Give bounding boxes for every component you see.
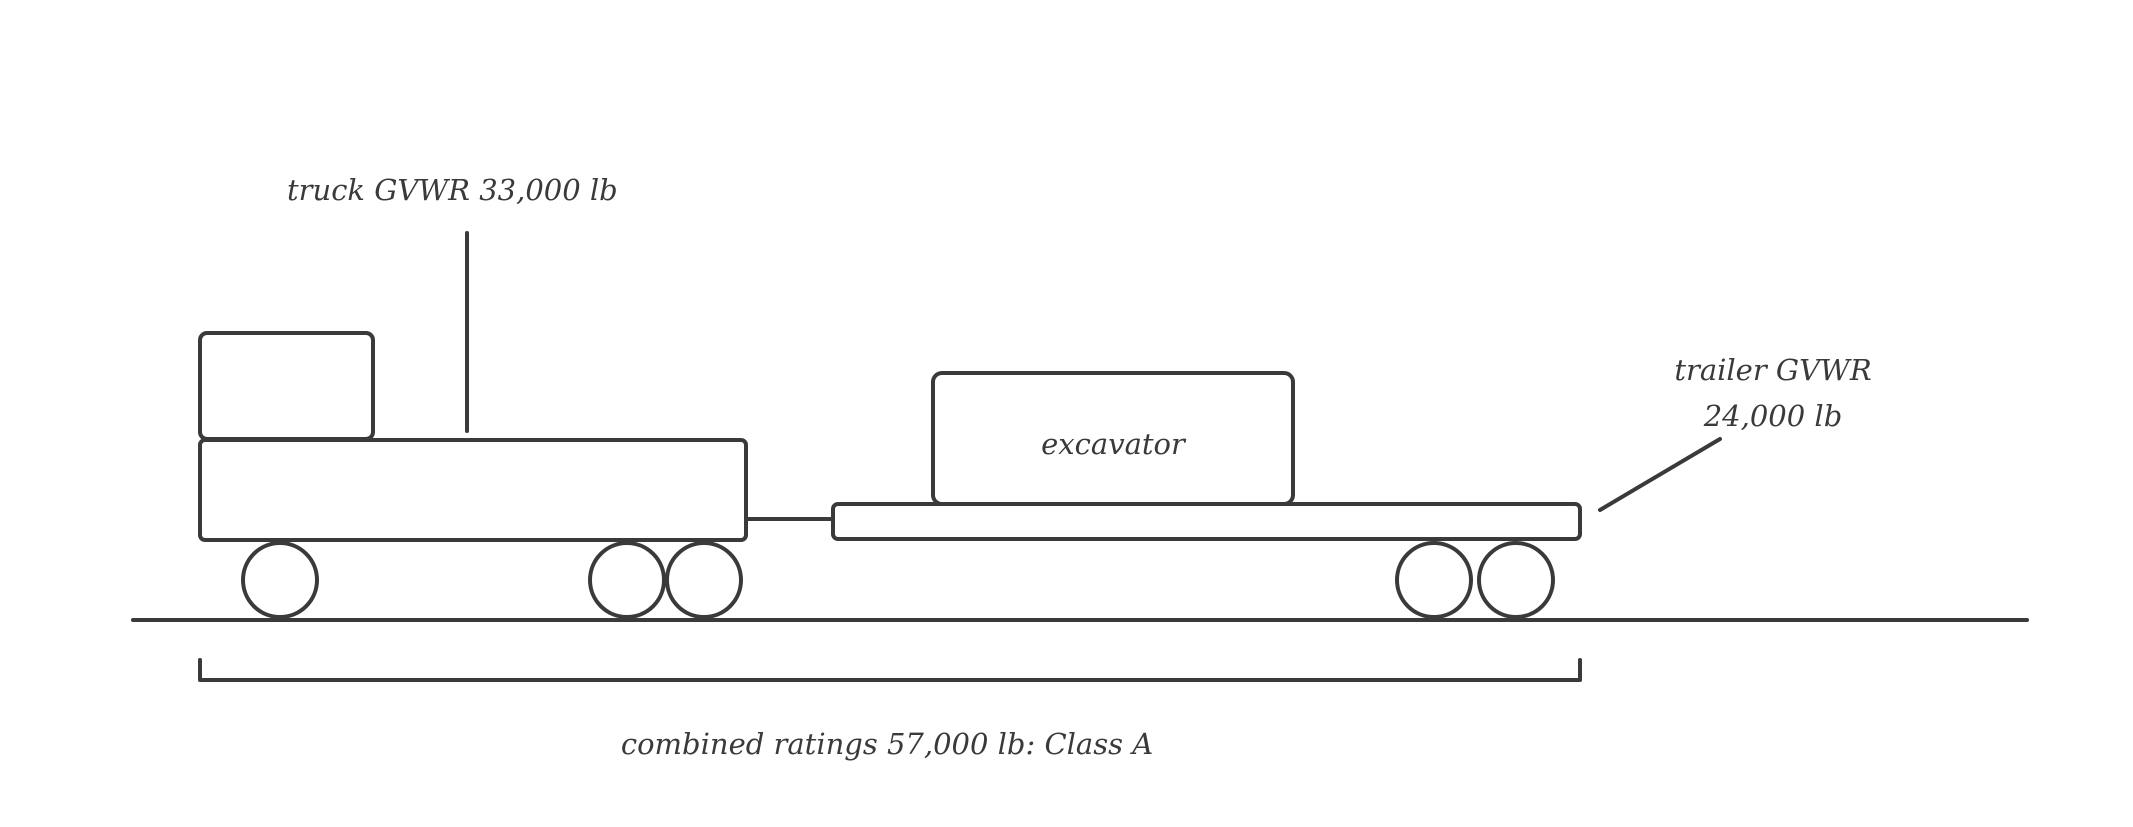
trailer-gvwr-label-line2: 24,000 lb — [1703, 399, 1843, 433]
excavator-label: excavator — [1041, 427, 1187, 461]
truck — [198, 331, 748, 619]
truck-cab — [198, 331, 375, 441]
trailer-deck — [831, 502, 1582, 541]
truck-rear-wheel-1 — [588, 541, 666, 619]
excavator-box — [931, 371, 1295, 506]
truck-rear-wheel-2 — [665, 541, 743, 619]
trailer-wheel-1 — [1395, 541, 1473, 619]
trailer — [831, 502, 1582, 619]
combined-bracket — [198, 658, 1582, 682]
combined-ratings-label: combined ratings 57,000 lb: Class A — [621, 727, 1153, 761]
trailer-wheel-2 — [1477, 541, 1555, 619]
trailer-label-leader — [1598, 437, 1722, 512]
truck-front-wheel — [241, 541, 319, 619]
truck-body — [198, 438, 748, 542]
trailer-gvwr-label-line1: trailer GVWR — [1674, 353, 1871, 387]
truck-gvwr-label: truck GVWR 33,000 lb — [287, 173, 618, 207]
